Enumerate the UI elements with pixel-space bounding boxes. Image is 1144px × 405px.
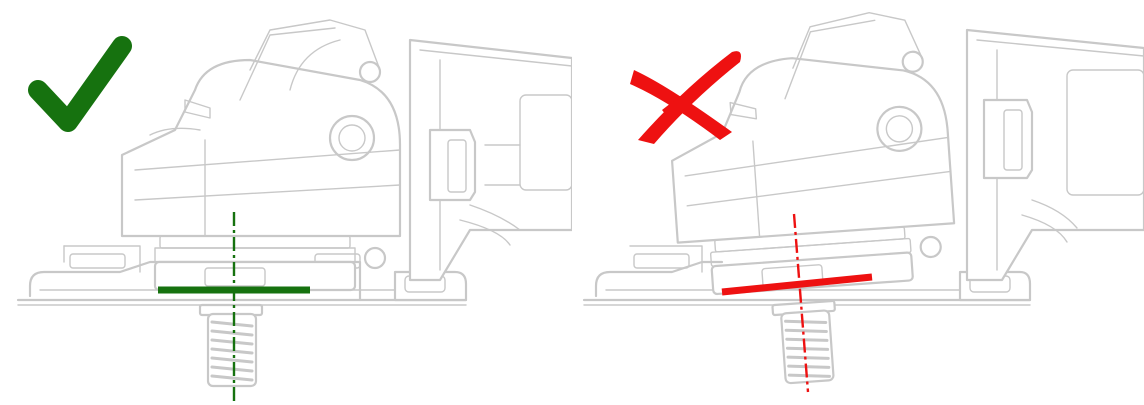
correct-panel: [16, 19, 572, 405]
tool-illustration: [16, 19, 572, 388]
tilted-head-assembly: [670, 11, 956, 385]
tool-body-handle: [965, 28, 1144, 282]
incorrect-panel: [582, 11, 1144, 393]
cross-icon: [630, 51, 741, 144]
checkmark-icon: [28, 36, 132, 132]
tool-illustration: [582, 11, 1144, 385]
tool-body-handle: [408, 38, 572, 282]
alignment-indicator-incorrect: [721, 213, 873, 393]
alignment-indicator-correct: [158, 212, 310, 405]
gear-head-housing: [120, 19, 402, 270]
tilted-reference-bar: [721, 273, 873, 296]
arbor-bracket: [153, 235, 357, 292]
center-axis-line: [792, 213, 810, 393]
threaded-spindle: [198, 303, 264, 388]
